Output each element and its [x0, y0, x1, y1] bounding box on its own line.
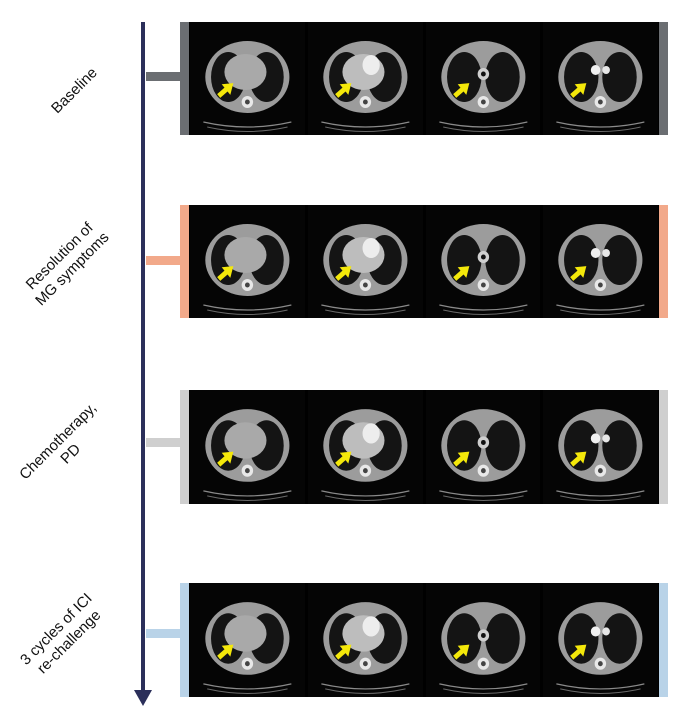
timeline-arrowhead: [134, 690, 152, 706]
stage-label-rechallenge: 3 cycles of ICI re-challenge: [17, 590, 109, 682]
timeline-axis: [141, 22, 145, 694]
lesion-arrow-icon: [570, 266, 587, 281]
ct-scan: [543, 583, 658, 697]
lesion-arrow-icon: [334, 451, 352, 467]
stage-label-resolution: Resolution of MG symptoms: [19, 216, 113, 310]
stage-tick-baseline: [146, 72, 180, 81]
scan-panel-baseline: [180, 22, 668, 135]
ct-scan: [425, 390, 541, 504]
scan-panel-resolution: [180, 205, 668, 318]
ct-slice-image: [203, 409, 292, 501]
ct-scan: [307, 205, 423, 318]
lesion-arrow-icon: [217, 451, 234, 467]
lesion-arrow-icon: [570, 451, 587, 467]
ct-scan: [425, 205, 541, 318]
stage-label-chemo: Chemotherapy, PD: [16, 399, 113, 496]
stage-tick-rechallenge: [146, 629, 180, 638]
ct-scan: [543, 390, 658, 504]
ct-slice-image: [438, 602, 527, 694]
ct-slice-image: [556, 224, 645, 315]
ct-slice-image: [203, 41, 292, 132]
ct-scan: [307, 390, 423, 504]
lesion-arrow-icon: [334, 83, 352, 98]
ct-slice-image: [321, 224, 410, 315]
lesion-arrow-icon: [570, 83, 587, 98]
ct-scan: [307, 583, 423, 697]
ct-slice-image: [321, 602, 410, 694]
lesion-arrow-icon: [334, 266, 352, 281]
ct-slice-image: [438, 409, 527, 501]
ct-slice-image: [438, 41, 527, 132]
lesion-arrow-icon: [452, 266, 469, 281]
lesion-arrow-icon: [452, 451, 469, 467]
ct-slice-image: [438, 224, 527, 315]
scan-panel-rechallenge: [180, 583, 668, 697]
stage-label-baseline: Baseline: [48, 64, 101, 117]
stage-label-line: Baseline: [48, 64, 101, 118]
ct-slice-image: [556, 409, 645, 501]
ct-scan: [190, 390, 305, 504]
ct-slice-image: [556, 41, 645, 132]
ct-scan: [425, 583, 541, 697]
ct-slice-image: [321, 41, 410, 132]
ct-scan: [190, 205, 305, 318]
lesion-arrow-icon: [217, 83, 234, 98]
lesion-arrow-icon: [570, 644, 587, 660]
ct-slice-image: [556, 602, 645, 694]
ct-slice-image: [203, 602, 292, 694]
lesion-arrow-icon: [217, 266, 234, 281]
lesion-arrow-icon: [334, 644, 352, 660]
stage-tick-chemo: [146, 438, 180, 447]
ct-scan: [543, 22, 658, 135]
lesion-arrow-icon: [217, 644, 234, 660]
ct-scan: [543, 205, 658, 318]
ct-slice-image: [203, 224, 292, 315]
scan-panel-chemo: [180, 390, 668, 504]
lesion-arrow-icon: [452, 83, 469, 98]
ct-scan: [190, 583, 305, 697]
ct-scan: [307, 22, 423, 135]
ct-scan: [190, 22, 305, 135]
lesion-arrow-icon: [452, 644, 469, 660]
ct-slice-image: [321, 409, 410, 501]
ct-scan: [425, 22, 541, 135]
stage-tick-resolution: [146, 256, 180, 265]
